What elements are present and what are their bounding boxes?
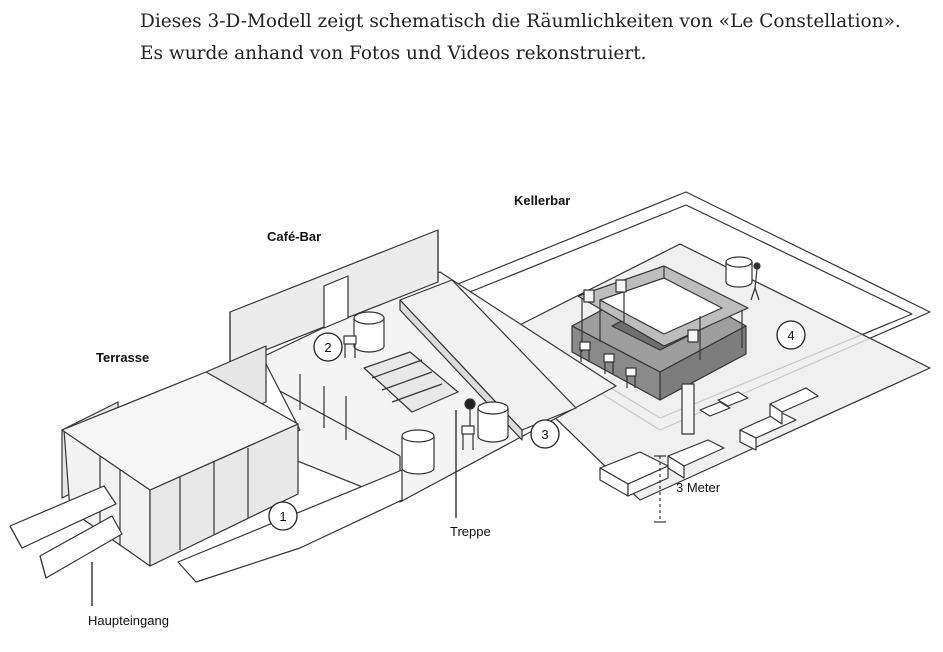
label-terrasse: Terrasse [96,350,149,365]
marker-3: 3 [530,419,560,449]
marker-2: 2 [313,332,343,362]
terrasse-zone [9,345,403,583]
svg-text:4: 4 [787,328,794,343]
person-figure [750,262,761,301]
kellerbar-sofas [599,387,819,497]
svg-text:3: 3 [541,427,548,442]
label-cafe-bar: Café-Bar [267,229,321,244]
intro-text: Dieses 3-D-Modell zeigt schematisch die … [140,11,901,64]
cafe-bar-barrels [353,311,509,475]
svg-text:1: 1 [279,509,286,524]
label-scale: 3 Meter [676,480,721,495]
kellerbar-stools [579,341,637,388]
cafe-bar-stools [343,335,476,450]
label-kellerbar: Kellerbar [514,193,570,208]
label-treppe: Treppe [450,524,491,539]
kellerbar-counter [571,265,749,435]
svg-text:2: 2 [324,340,331,355]
kellerbar-barrel [725,256,753,288]
marker-4: 4 [776,320,806,350]
label-haupteingang: Haupteingang [88,613,169,628]
marker-1: 1 [268,501,298,531]
